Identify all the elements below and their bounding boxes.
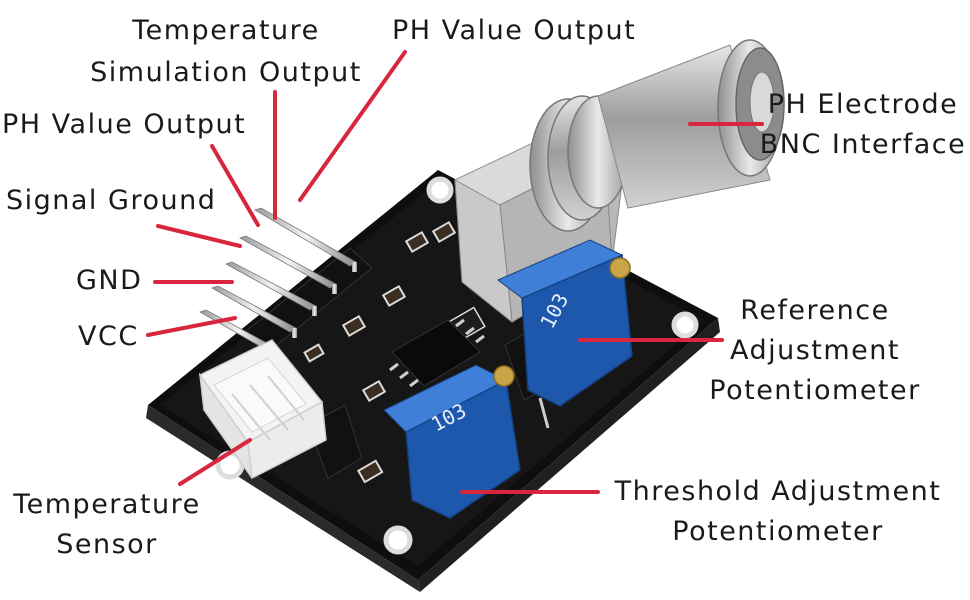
label-temperature-sensor: Temperature Sensor [2, 486, 212, 564]
label-gnd: GND [76, 265, 143, 296]
label-temp-sim-line2: Simulation Output [90, 57, 362, 88]
threshold-potentiometer: 103 [383, 364, 521, 519]
label-temperature-simulation-output: Temperature Simulation Output [80, 12, 372, 92]
label-ref-line1: Reference [740, 295, 890, 326]
label-signal-ground: Signal Ground [6, 185, 217, 216]
leader-ph-value-output-left [210, 144, 260, 227]
reference-potentiometer: 103 [497, 239, 633, 407]
leader-temperature-sensor [178, 438, 252, 486]
label-thr-line1: Threshold Adjustment [614, 476, 942, 507]
label-ref-line3: Potentiometer [709, 375, 921, 406]
leader-signal-ground [156, 224, 242, 248]
leader-lines [146, 50, 764, 494]
label-bnc-line2: BNC Interface [759, 129, 967, 160]
leader-ph-value-output-top [298, 50, 407, 202]
label-thr-line2: Potentiometer [672, 516, 884, 547]
label-bnc-line1: PH Electrode [767, 89, 959, 120]
label-threshold-potentiometer: Threshold Adjustment Potentiometer [600, 473, 956, 551]
temperature-sensor-connector [198, 339, 327, 480]
label-temp-sensor-line2: Sensor [56, 529, 158, 560]
label-vcc: VCC [78, 321, 139, 352]
leader-vcc [146, 316, 237, 337]
label-ph-value-output-left: PH Value Output [2, 109, 247, 140]
label-temp-sim-line1: Temperature [132, 15, 320, 46]
label-ref-line2: Adjustment [729, 335, 900, 366]
label-ph-value-output-top: PH Value Output [392, 15, 637, 46]
mounting-holes [215, 176, 699, 555]
bnc-connector [453, 39, 785, 324]
label-reference-potentiometer: Reference Adjustment Potentiometer [700, 292, 930, 410]
ic-chip [389, 318, 485, 388]
label-temp-sensor-line1: Temperature [13, 489, 201, 520]
label-bnc-interface: PH Electrode BNC Interface [756, 86, 970, 164]
